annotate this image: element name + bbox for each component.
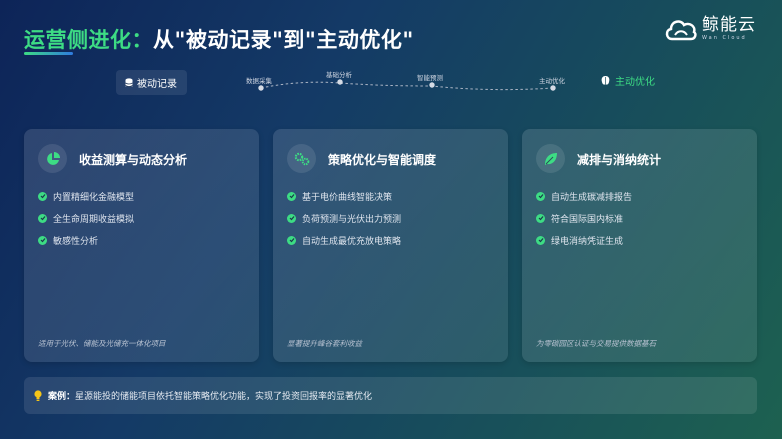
title-rest: 从"被动记录"到"主动优化" — [153, 28, 414, 52]
lightbulb-icon — [34, 389, 42, 401]
feature-text: 负荷预测与光伏出力预测 — [302, 214, 402, 225]
case-label: 案例： — [48, 392, 76, 402]
step-dot — [258, 85, 264, 91]
check-icon — [536, 213, 545, 223]
check-icon — [287, 235, 296, 245]
feature-item: 基于电价曲线智能决策 — [287, 185, 401, 207]
step-dot — [429, 82, 435, 88]
cloud-logo-icon — [665, 20, 697, 41]
feature-text: 绿电消纳凭证生成 — [551, 236, 624, 247]
step-label: 主动优化 — [539, 77, 565, 85]
logo-subtitle: Wan Cloud — [702, 35, 747, 41]
feature-item: 全生命周期收益模拟 — [38, 207, 134, 229]
check-icon — [287, 191, 296, 201]
card-emission-statistics: 减排与消纳统计 自动生成碳减排报告 符合国际国内标准 绿电消纳凭证生成 为零碳园… — [522, 129, 757, 362]
feature-text: 全生命周期收益模拟 — [53, 214, 135, 225]
logo: 鲸能云 Wan Cloud — [664, 16, 756, 42]
evolution-path — [258, 79, 556, 91]
pie-chart-icon — [38, 144, 67, 173]
card-footer: 为零碳园区认证与交易提供数据基石 — [536, 339, 656, 348]
active-optimize-tag: 主动优化 — [601, 73, 655, 88]
title-highlight: 运营侧进化： — [24, 28, 153, 52]
feature-item: 自动生成碳减排报告 — [536, 185, 632, 207]
passive-record-label: 被动记录 — [137, 79, 177, 90]
card-strategy-optimization: 策略优化与智能调度 基于电价曲线智能决策 负荷预测与光伏出力预测 自动生成最优充… — [273, 129, 508, 362]
database-icon — [125, 77, 133, 87]
card-footer: 显著提升峰谷套利收益 — [287, 339, 362, 348]
feature-item: 敏感性分析 — [38, 229, 134, 251]
check-icon — [38, 213, 47, 223]
page-title: 运营侧进化：从"被动记录"到"主动优化" — [24, 24, 414, 54]
step-dot — [550, 85, 556, 91]
feature-text: 内置精细化金融模型 — [53, 192, 135, 203]
check-icon — [536, 191, 545, 201]
logo-name: 鲸能云 — [702, 15, 756, 35]
logo-text: 鲸能云 Wan Cloud — [702, 16, 756, 42]
case-text: 星源能投的储能项目依托智能策略优化功能，实现了投资回报率的显著优化 — [75, 392, 373, 402]
check-icon — [38, 235, 47, 245]
feature-text: 自动生成最优充放电策略 — [302, 236, 402, 247]
feature-text: 符合国际国内标准 — [551, 214, 624, 225]
title-underline — [24, 52, 73, 55]
gears-icon — [287, 144, 316, 173]
feature-text: 基于电价曲线智能决策 — [302, 192, 393, 203]
feature-item: 内置精细化金融模型 — [38, 185, 134, 207]
leaf-icon — [536, 144, 565, 173]
step-label: 数据采集 — [246, 77, 272, 85]
feature-item: 自动生成最优充放电策略 — [287, 229, 401, 251]
check-icon — [38, 191, 47, 201]
feature-item: 负荷预测与光伏出力预测 — [287, 207, 401, 229]
brain-icon — [601, 76, 610, 85]
card-title: 策略优化与智能调度 — [328, 153, 437, 167]
active-optimize-label: 主动优化 — [615, 77, 655, 88]
card-footer: 适用于光伏、储能及光储充一体化项目 — [38, 339, 166, 348]
card-title: 收益测算与动态分析 — [79, 153, 188, 167]
check-icon — [287, 213, 296, 223]
feature-item: 符合国际国内标准 — [536, 207, 632, 229]
check-icon — [536, 235, 545, 245]
step-label: 智能预测 — [417, 74, 443, 82]
case-banner: 案例：星源能投的储能项目依托智能策略优化功能，实现了投资回报率的显著优化 — [24, 377, 757, 414]
step-dot — [337, 79, 343, 85]
passive-record-tag: 被动记录 — [116, 70, 187, 95]
card-revenue-analysis: 收益测算与动态分析 内置精细化金融模型 全生命周期收益模拟 敏感性分析 适用于光… — [24, 129, 259, 362]
feature-text: 敏感性分析 — [53, 236, 99, 247]
card-title: 减排与消纳统计 — [577, 153, 662, 167]
feature-item: 绿电消纳凭证生成 — [536, 229, 632, 251]
step-label: 基础分析 — [326, 71, 352, 79]
feature-text: 自动生成碳减排报告 — [551, 192, 633, 203]
